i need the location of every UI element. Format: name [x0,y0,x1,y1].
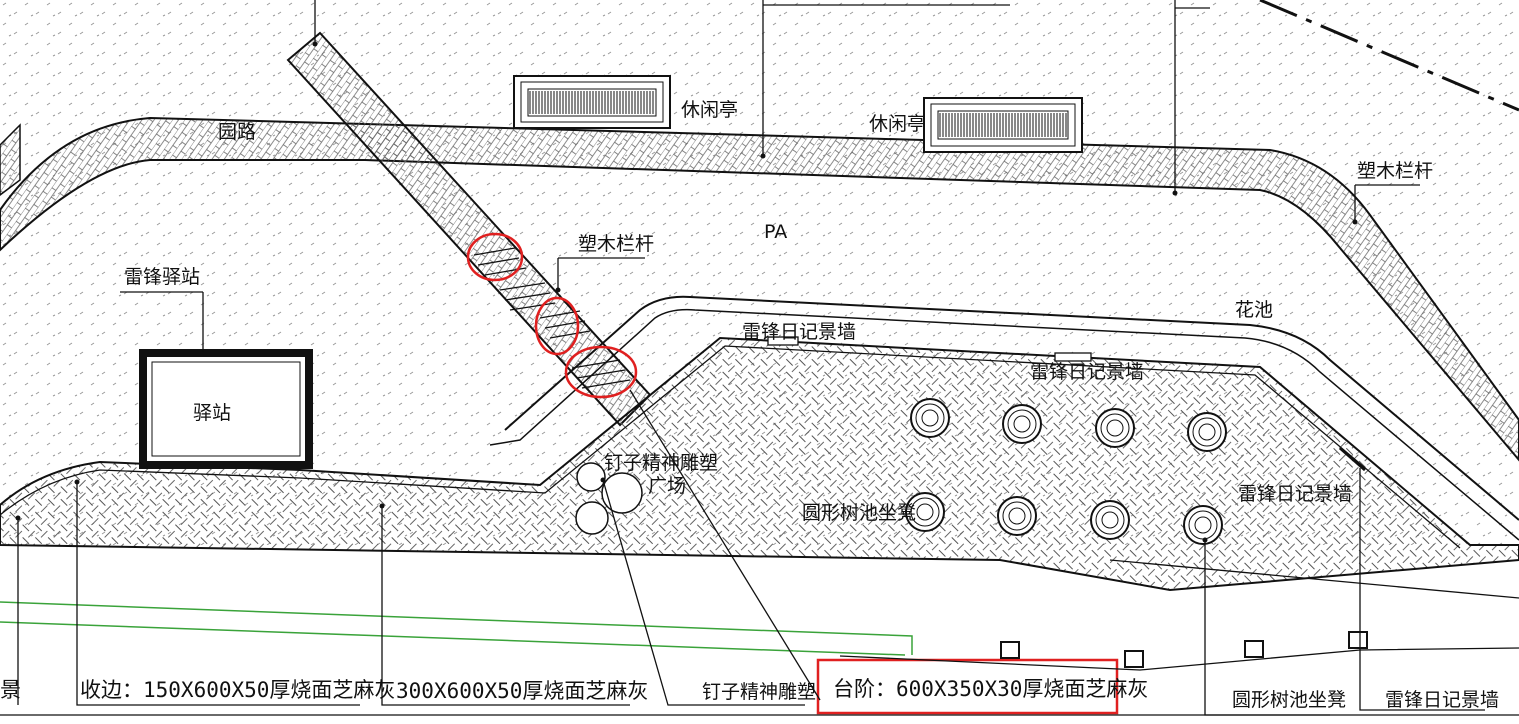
callout-paving: 300X600X50厚烧面芝麻灰 [396,679,648,703]
pavilion-left [513,75,671,129]
pavilion-right [923,97,1083,153]
tree-pool-ring [1187,412,1227,452]
tree-pool-ring [1008,507,1026,525]
label-round-bench: 圆形树池坐凳 [802,502,916,524]
tree-pool-ring [1192,417,1222,447]
steps-callout-highlight [816,658,1119,715]
diary-wall-mark [1339,446,1366,472]
tree-pool-ring [1106,419,1124,437]
tree-pool-ring [1002,404,1042,444]
flower-bed-outer [504,295,1519,521]
tree-pool-ring [1100,413,1130,443]
sculpture-plaza [0,336,1519,592]
lei-feng-station [139,349,313,469]
tree-pool-ring [1194,516,1212,534]
diary-wall-mark [1054,352,1092,362]
callout-edge-partial: 景 [0,678,21,702]
label-station-title: 雷锋驿站 [124,266,200,288]
leader-dots [15,41,1358,543]
tree-pool-ring [1095,505,1125,535]
tree-pool-ring [1007,409,1037,439]
label-railing-top: 塑木栏杆 [578,233,654,255]
boundary-line [1259,0,1519,112]
tree-pool-ring [910,497,940,527]
tree-pool-ring [1090,500,1130,540]
label-railing-right: 塑木栏杆 [1357,160,1433,182]
callout-bench: 圆形树池坐凳 [1232,689,1346,711]
tree-pool-ring [921,409,939,427]
label-diary-wall-top: 雷锋日记景墙 [742,321,856,343]
tree-pool-ring [1198,423,1216,441]
label-flower-bed: 花池 [1235,299,1273,321]
tree-pool-ring [1095,408,1135,448]
callout-diary-wall: 雷锋日记景墙 [1385,689,1499,711]
red-highlight-circles [466,232,638,399]
tree-pool-ring [910,398,950,438]
label-diary-wall-right: 雷锋日记景墙 [1238,483,1352,505]
label-pavilion-1: 休闲亭 [681,99,738,121]
tree-pool-ring [997,496,1037,536]
label-area-pa: PA [764,221,787,243]
round-tree-pool-benches [905,398,1227,545]
bollards [1000,631,1368,668]
label-diary-wall-mid: 雷锋日记景墙 [1030,361,1144,383]
diary-wall-mark [767,336,799,346]
callout-edging: 收边：150X600X50厚烧面芝麻灰 [80,678,395,702]
nail-spirit-sculpture [575,462,643,535]
label-sculpture-plaza-2: 广场 [648,475,686,497]
tree-pool-ring [916,503,934,521]
label-station-inner: 驿站 [193,402,231,424]
tree-pool-ring [915,403,945,433]
callout-steps: 台阶：600X350X30厚烧面芝麻灰 [833,677,1148,701]
tree-pool-ring [1101,511,1119,529]
plaza-edging [0,345,1461,549]
leader-lines [17,0,1485,716]
callout-sculpture: 钉子精神雕塑 [702,681,816,703]
tree-pool-ring [1183,505,1223,545]
label-garden-road: 园路 [218,121,256,143]
tree-pool-ring [1002,501,1032,531]
tree-pool-ring [905,492,945,532]
label-pavilion-2: 休闲亭 [869,113,926,135]
garden-road [0,116,1519,462]
green-boundary-lines [0,601,913,656]
flower-bed-inner [489,308,1519,541]
road-fragment [0,123,21,196]
tree-pool-ring [1013,415,1031,433]
label-sculpture-plaza-1: 钉子精神雕塑 [604,452,718,474]
